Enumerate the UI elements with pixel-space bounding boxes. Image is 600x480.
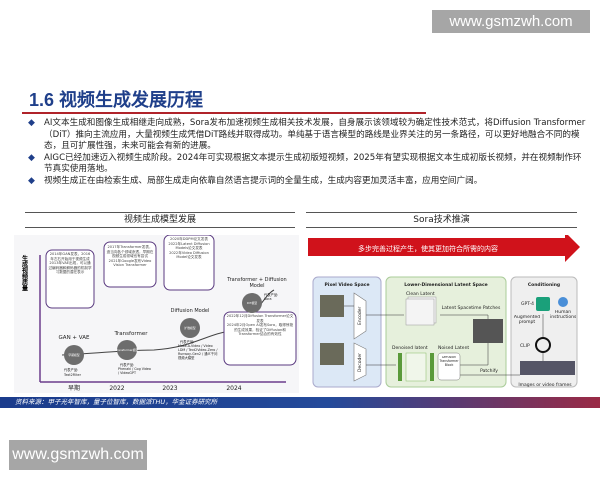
rep-label: 代表产品:	[120, 362, 134, 367]
stage-note: 2022年12月Diffusion Transformer论文发表	[226, 314, 294, 323]
human-label: Human instructions	[550, 310, 576, 321]
x-tick: 2023	[162, 385, 177, 392]
decoder-label: Decoder	[357, 353, 363, 372]
latent-space-label: Lower-Dimensional Latent Space	[404, 282, 487, 288]
diamond-icon: ◆	[28, 118, 35, 128]
model-evolution-figure: 生成视频质量 早期 2022 2023 2024 2014年GAN发表，2016…	[14, 234, 299, 393]
rep-label: 代表产品:	[64, 367, 78, 372]
right-panel-heading: Sora技术推演	[306, 212, 577, 228]
stage-node: DiT模型	[247, 301, 257, 305]
clip-label: CLIP	[520, 343, 530, 349]
diamond-icon: ◆	[28, 175, 35, 186]
stage-note: 2022年Video Diffusion Model论文发表	[169, 250, 209, 260]
gpt4-icon	[536, 297, 550, 311]
bullet-text: AIGC已经加速迈入视频生成阶段。2024年可实现根据文本提示生成初版短视频，2…	[44, 152, 582, 175]
video-frames-image	[520, 361, 575, 375]
arrow-banner	[308, 232, 580, 262]
source-text: 资料来源：甲子光年智库，量子位智库，数据派THU，华金证券研究所	[15, 398, 218, 406]
bullet-item: ◆ AI文本生成和图像生成相继走向成熟，Sora发布加速视频生成相关技术发展，自身…	[28, 118, 588, 153]
rep-products: Phenaki / Cog Video / VideoGPT	[118, 367, 151, 375]
patchify-label: Patchify	[480, 368, 498, 374]
stage-note: 2014年GAN发表，2016年左右开始用于视频生成	[49, 252, 91, 261]
stage-name: Diffusion Model	[171, 308, 210, 314]
stage-name: GAN + VAE	[59, 335, 90, 341]
bullet-text: AI文本生成和图像生成相继走向成熟，Sora发布加速视频生成相关技术发展，自身展…	[44, 118, 586, 152]
human-icon	[558, 297, 568, 307]
openai-logo-icon	[535, 337, 551, 353]
patches-label: Latent Spacetime Patches	[442, 305, 501, 311]
frames-label: Images or video frames	[518, 382, 572, 388]
arrow-text: 多步完善过程产生，使其更加符合所需的内容	[358, 244, 498, 253]
augmented-label: Augmented prompt	[513, 315, 541, 326]
denoised-label: Denoised latent	[392, 345, 428, 351]
title-divider	[22, 112, 426, 114]
watermark: www.gsmzwh.com	[432, 10, 590, 33]
rep-products: Text2Filter	[63, 373, 82, 377]
x-tick: 2024	[226, 385, 241, 392]
bullet-item: ◆ AIGC已经加速迈入视频生成阶段。2024年可实现根据文本提示生成初版短视频，…	[28, 153, 588, 176]
x-tick: 2022	[109, 385, 124, 392]
x-tick: 早期	[68, 384, 80, 392]
stage-note: 2022年Latent Diffusion Models论文发表	[168, 241, 210, 251]
y-axis-label: 生成视频质量	[21, 254, 28, 292]
stage-node: 早期模型	[68, 353, 79, 357]
encoder-label: Encoder	[357, 306, 363, 325]
rep-label: 代表产品:	[264, 293, 279, 297]
stage-node: Transformer模型	[115, 348, 139, 352]
bullet-text: 视频生成正在由检索生成、局部生成走向依靠自然语言提示词的全量生成，生成内容更加灵…	[44, 175, 483, 186]
sora-tech-figure: 多步完善过程产生，使其更加符合所需的内容 Pixel Video Space L…	[308, 232, 580, 393]
source-footer: 资料来源：甲子光年智库，量子位智库，数据派THU，华金证券研究所	[0, 397, 600, 408]
stage-note: 2017年Transformer发表，逐当向各个领域渗透，早期在视频生成领域也有…	[106, 245, 154, 259]
stage-name: Transformer	[113, 331, 148, 337]
conditioning-label: Conditioning	[528, 282, 560, 288]
stage-note: 2021年Google发布Video Vision Transformer	[108, 258, 152, 268]
page-title: 1.6 视频生成发展历程	[29, 90, 204, 110]
rep-products: Sora	[264, 297, 272, 301]
stage-note: 2013年VAE出现，可以通过编码器和解码器的机制学习数据的潜在表示	[48, 261, 92, 275]
stage-note: 2020年DDPM论文发表	[170, 237, 208, 241]
bullet-list: ◆ AI文本生成和图像生成相继走向成熟，Sora发布加速视频生成相关技术发展，自身…	[28, 118, 588, 188]
left-panel-heading: 视频生成模型发展	[25, 212, 295, 228]
clean-latent-label: Clean Latent	[406, 291, 435, 297]
rep-products: Make-A-Video / Video LDM / Text2Video-Ze…	[178, 344, 218, 360]
pixel-space-label: Pixel Video Space	[325, 282, 370, 288]
rep-label: 代表产品:	[180, 339, 194, 344]
stage-node: 扩散模型	[184, 326, 195, 330]
diamond-icon: ◆	[28, 152, 35, 163]
dit-block-label: Diffusion Transformer Block	[439, 356, 459, 367]
stage-name: Transformer + Diffusion Model	[227, 277, 287, 289]
stage-note: 2024年2月Open AI发布Sora，取得惊艳的生成效果，验证了Diffus…	[226, 323, 294, 337]
watermark: www.gsmzwh.com	[9, 440, 147, 470]
bullet-item: ◆ 视频生成正在由检索生成、局部生成走向依靠自然语言提示词的全量生成，生成内容更加…	[28, 176, 588, 188]
gpt4-label: GPT-4	[521, 301, 534, 307]
noised-label: Noised Latent	[438, 345, 469, 351]
